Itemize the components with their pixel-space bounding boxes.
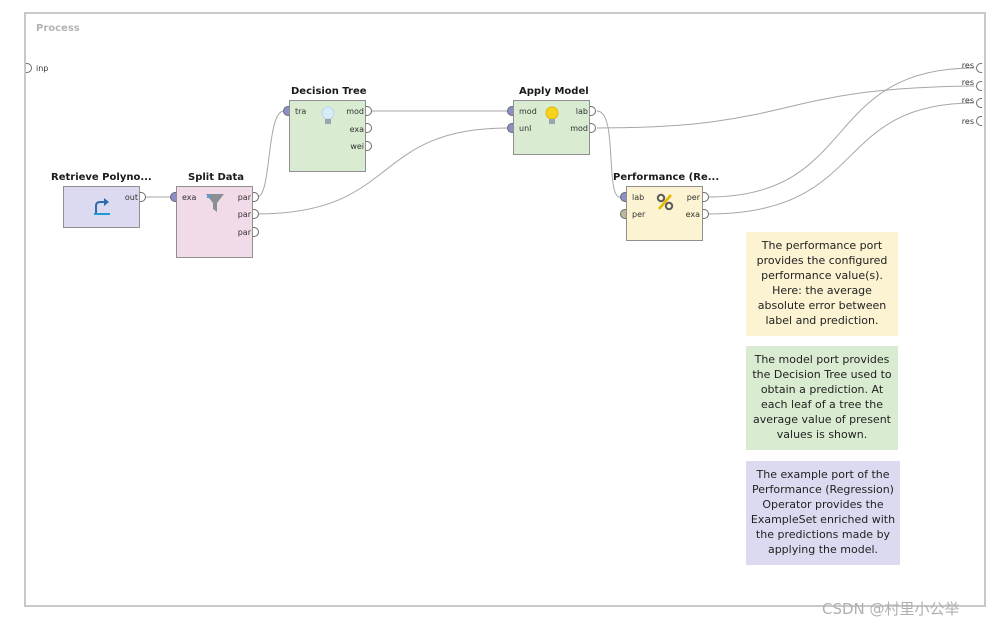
operator-split-data[interactable]: [176, 186, 253, 258]
port-split-par[interactable]: [253, 192, 259, 202]
process-title: Process: [36, 23, 80, 34]
port-label-per: per: [632, 210, 646, 219]
port-label-exa: exa: [182, 193, 197, 202]
result-port-label: res: [961, 61, 974, 70]
port-apply-mod[interactable]: [507, 106, 513, 116]
wire-perf-res-performance: [707, 67, 975, 198]
wire-apply-res-model: [596, 85, 975, 129]
port-tree-mod[interactable]: [366, 106, 372, 116]
operator-title-apply: Apply Model: [519, 86, 589, 97]
note-model-port[interactable]: The model port provides the Decision Tre…: [746, 346, 898, 450]
result-port-label: res: [961, 96, 974, 105]
port-label-par: par: [237, 210, 251, 219]
note-example-port[interactable]: The example port of the Performance (Reg…: [746, 461, 900, 565]
port-split-exa[interactable]: [170, 192, 176, 202]
wire-apply-perf-lab: [596, 110, 621, 198]
retrieve-arrow-icon: [94, 198, 110, 215]
operator-title-performance: Performance (Re...: [613, 172, 720, 183]
port-label-per: per: [686, 193, 700, 202]
wire-split-tree: [256, 110, 285, 198]
port-tree-exa[interactable]: [366, 123, 372, 133]
port-label-exa: exa: [349, 125, 364, 134]
note-performance-port[interactable]: The performance port provides the config…: [746, 232, 898, 336]
watermark: CSDN @村里小公举: [822, 600, 960, 618]
operator-apply-model[interactable]: [513, 100, 590, 155]
percent-icon: [656, 193, 674, 211]
port-label-mod: mod: [346, 107, 364, 116]
filter-funnel-icon: [206, 194, 224, 212]
port-label-mod: mod: [519, 107, 537, 116]
port-perf-lab[interactable]: [620, 192, 626, 202]
port-label-lab: lab: [575, 107, 588, 116]
port-label-unl: unl: [519, 124, 532, 133]
port-label-exa: exa: [685, 210, 700, 219]
operator-title-tree: Decision Tree: [291, 86, 367, 97]
operator-title-retrieve: Retrieve Polyno...: [51, 172, 152, 183]
port-label-lab: lab: [632, 193, 645, 202]
port-perf-per[interactable]: [620, 209, 626, 219]
lightbulb-yellow-icon: [545, 106, 559, 124]
port-apply-lab[interactable]: [590, 106, 596, 116]
port-tree-wei[interactable]: [366, 141, 372, 151]
port-perf-exa-out[interactable]: [703, 209, 709, 219]
process-input-port[interactable]: [26, 63, 32, 73]
port-apply-mod-out[interactable]: [590, 123, 596, 133]
port-label-tra: tra: [295, 107, 307, 116]
port-tree-tra[interactable]: [283, 106, 289, 116]
port-apply-unl[interactable]: [507, 123, 513, 133]
port-perf-per-out[interactable]: [703, 192, 709, 202]
port-split-par[interactable]: [253, 209, 259, 219]
process-input-label: inp: [36, 64, 49, 73]
result-port[interactable]: [976, 98, 982, 108]
operator-performance[interactable]: [626, 186, 703, 241]
port-label-wei: wei: [350, 142, 364, 151]
result-port-label: res: [961, 117, 974, 126]
port-label-par: par: [237, 228, 251, 237]
port-label-mod: mod: [570, 124, 588, 133]
operator-decision-tree[interactable]: [289, 100, 366, 172]
port-label-par: par: [237, 193, 251, 202]
result-port[interactable]: [976, 63, 982, 73]
port-label-out: out: [124, 193, 138, 202]
result-port-label: res: [961, 78, 974, 87]
lightbulb-icon: [321, 106, 335, 124]
port-retrieve-out[interactable]: [140, 192, 146, 202]
wire-perf-res-example: [707, 102, 975, 215]
operator-title-split: Split Data: [188, 172, 245, 183]
operator-retrieve[interactable]: [63, 186, 140, 228]
result-port[interactable]: [976, 81, 982, 91]
port-split-par[interactable]: [253, 227, 259, 237]
wire-split-apply-unl: [256, 127, 509, 215]
result-port[interactable]: [976, 116, 982, 126]
